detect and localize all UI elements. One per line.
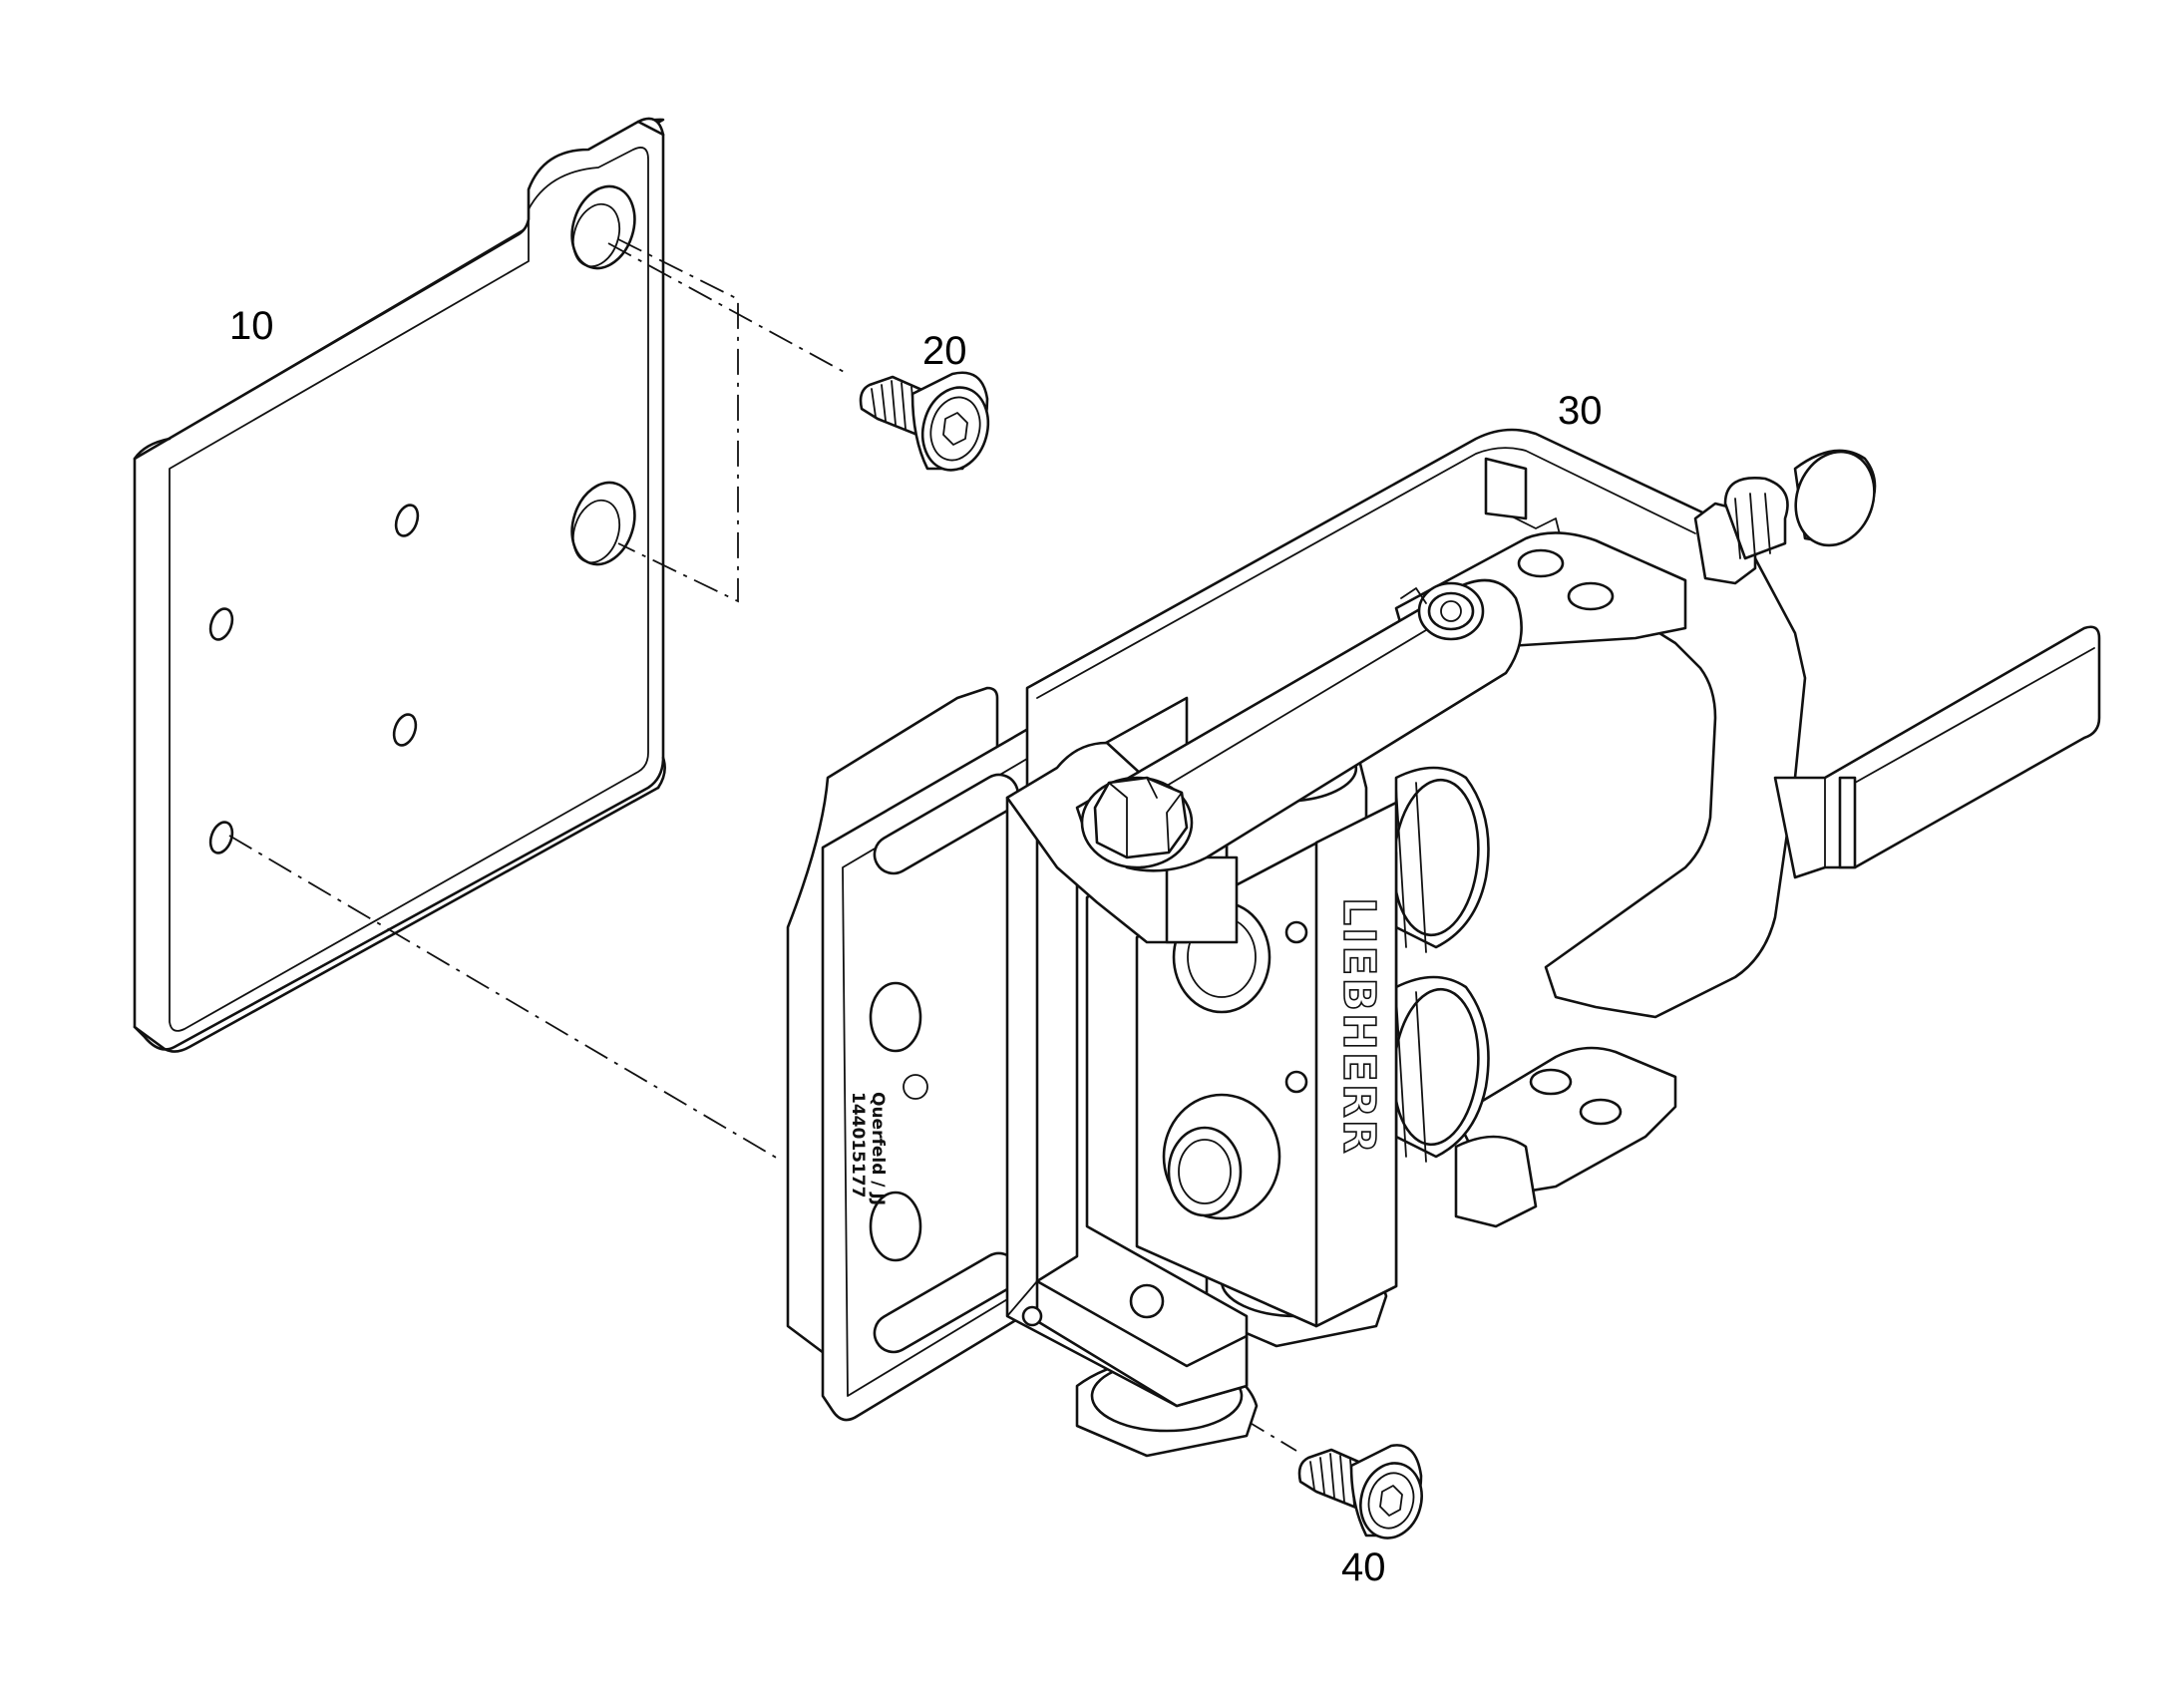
- callout-40: 40: [1341, 1545, 1386, 1589]
- callout-30: 30: [1558, 389, 1603, 433]
- callout-20: 20: [922, 329, 967, 373]
- assembly-centerlines: [228, 238, 1297, 1452]
- brand-engraving: LIEBHERR: [1333, 897, 1384, 1156]
- screw-bottom: [1297, 1444, 1423, 1539]
- stamp-line1: Querfeld / JJ: [868, 1092, 888, 1205]
- stamp-line2: 144015177: [848, 1092, 868, 1197]
- clamp-assembly: Querfeld / JJ 144015177: [786, 428, 2101, 1458]
- screw-top: [859, 371, 990, 472]
- callout-10: 10: [229, 304, 274, 348]
- callout-labels: 10 20 30 40: [229, 304, 1603, 1589]
- mounting-plate: [133, 117, 666, 1053]
